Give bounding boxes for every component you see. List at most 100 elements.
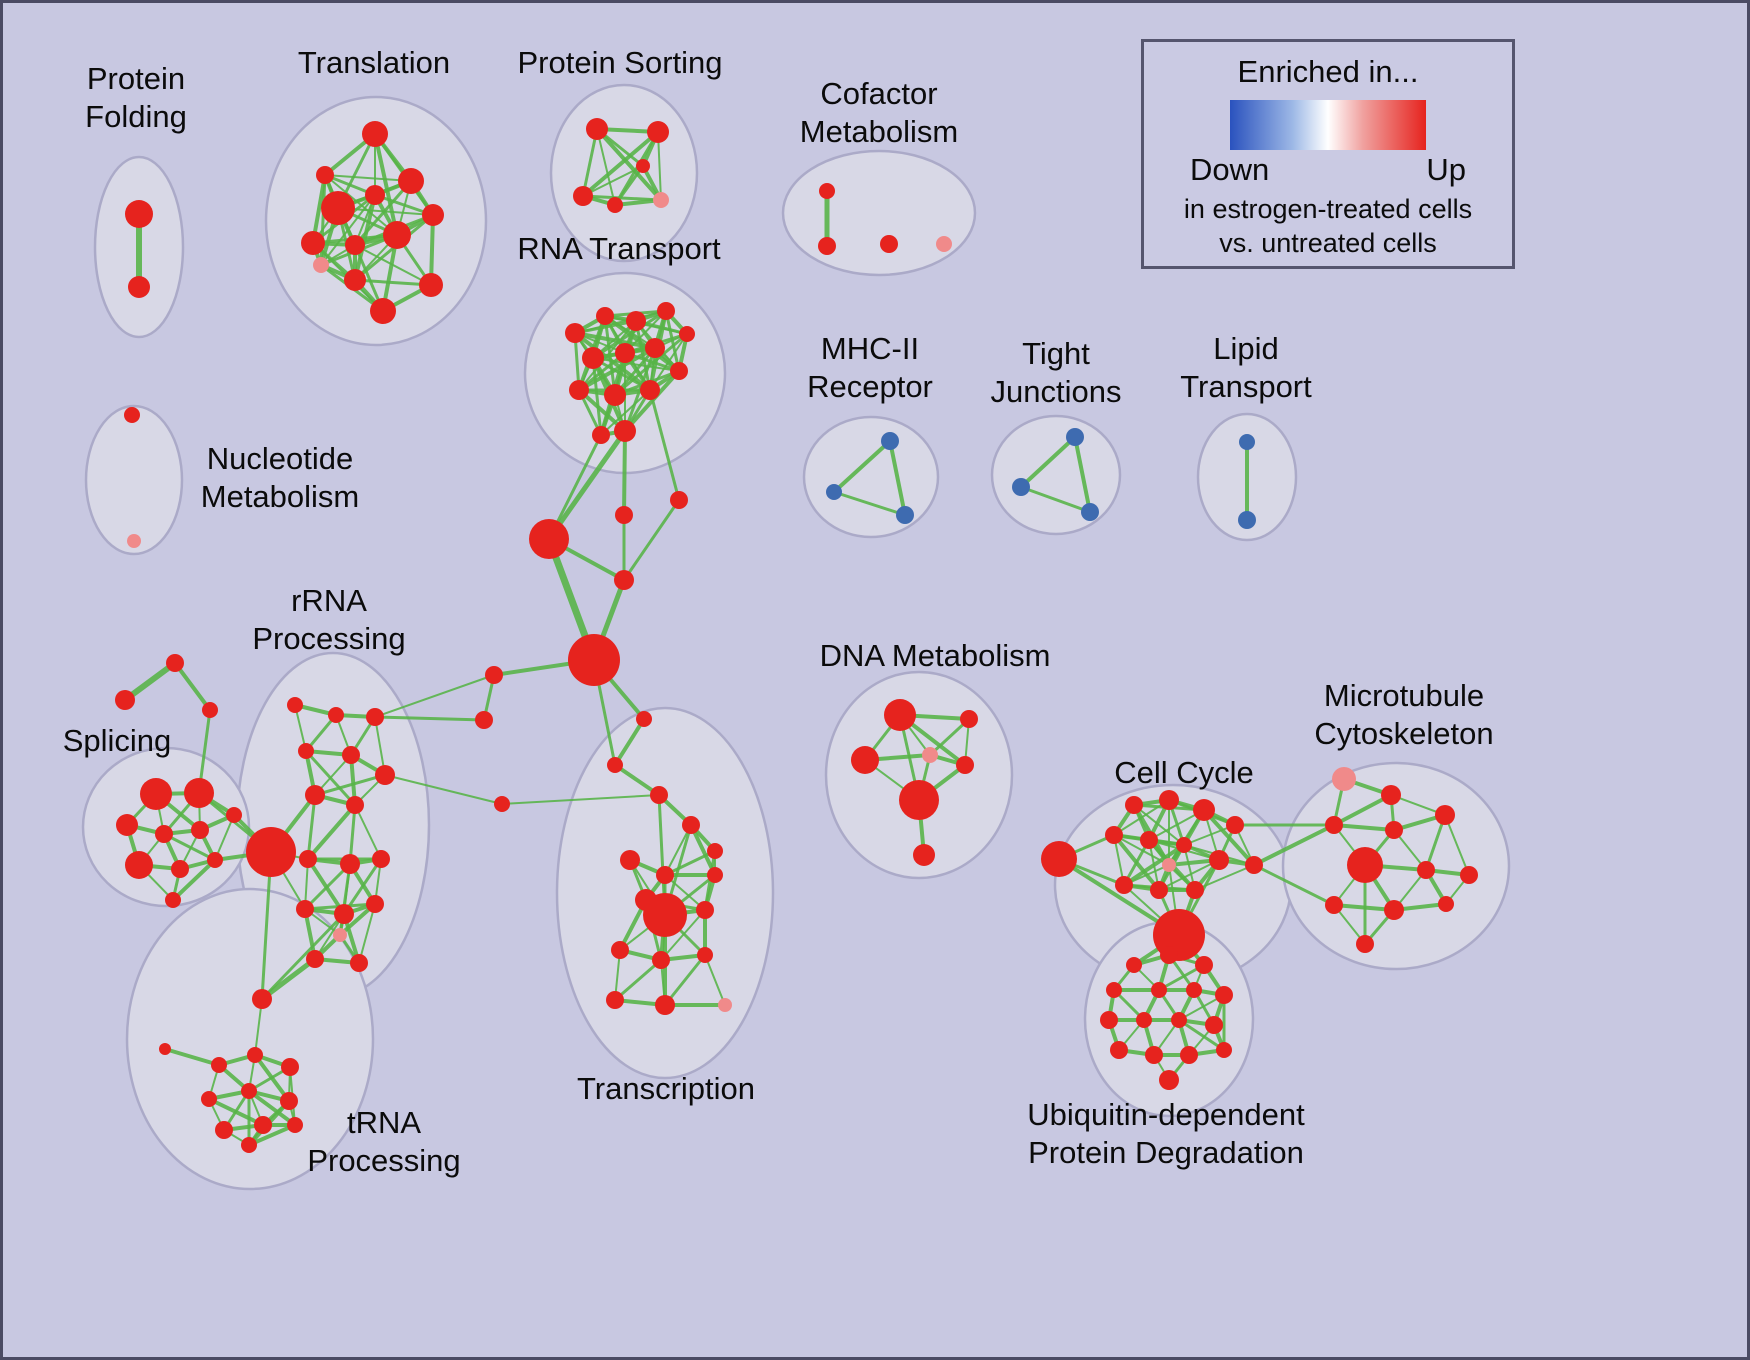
node-nucleotide-metabolism [124,407,140,423]
node-splicing [140,778,172,810]
node-protein-folding [128,276,150,298]
node-trna-processing [254,1116,272,1134]
node-splicing [207,852,223,868]
cluster-label-transcription: Transcription [577,1071,755,1106]
node-rna-transport [626,311,646,331]
node-cofactor-metabolism [880,235,898,253]
edge [313,773,387,797]
node-connectors [485,666,503,684]
node-protein-sorting [607,197,623,213]
node-trna-processing [287,1117,303,1133]
node-connectors [494,796,510,812]
cluster-label-translation: Translation [298,45,450,80]
node-connectors [568,634,620,686]
node-ubiquitin-degradation [1145,1046,1163,1064]
edge [600,389,651,436]
node-ubiquitin-degradation [1159,1070,1179,1090]
node-connectors [115,690,135,710]
edge [354,804,382,860]
node-dna-metabolism [956,756,974,774]
node-ubiquitin-degradation [1136,1012,1152,1028]
node-dna-metabolism [884,699,916,731]
node-protein-sorting [647,121,669,143]
node-rna-transport [640,380,660,400]
node-transcription [652,951,670,969]
edge [581,130,660,198]
node-connectors [614,570,634,590]
node-transcription [696,901,714,919]
node-tight-junctions [1066,428,1084,446]
cluster-label-microtubule-cytoskeleton: Microtubule [1324,678,1484,713]
node-rna-transport [657,302,675,320]
cluster-label-dna-metabolism: DNA Metabolism [820,638,1051,673]
node-mhc2-receptor [881,432,899,450]
edge [581,194,663,202]
node-transcription [636,711,652,727]
cluster-ellipse-mhc2-receptor [802,415,940,539]
node-transcription [607,757,623,773]
node-rrna-processing [375,765,395,785]
edge [247,1123,297,1147]
node-cell-cycle [1105,826,1123,844]
node-cell-cycle [1176,837,1192,853]
node-protein-sorting [586,118,608,140]
node-cell-cycle [1041,841,1077,877]
node-rna-transport [592,426,610,444]
node-transcription [620,850,640,870]
node-rrna-processing [246,827,296,877]
node-cell-cycle [1140,831,1158,849]
node-rrna-processing [372,850,390,868]
node-transcription [707,843,723,859]
node-trna-processing [201,1091,217,1107]
node-splicing [184,778,214,808]
cluster-label-tight-junctions: Junctions [991,374,1122,409]
node-trna-processing [247,1047,263,1063]
edge [353,179,413,247]
node-cell-cycle [1150,881,1168,899]
edge [1444,814,1470,876]
edge [704,954,726,1006]
cluster-label-rrna-processing: rRNA [291,583,367,618]
edge [832,490,907,517]
edge [622,498,681,582]
node-splicing [171,860,189,878]
node-cofactor-metabolism [818,237,836,255]
cluster-ellipse-nucleotide-metabolism [84,404,184,556]
node-translation [370,298,396,324]
node-translation [301,231,325,255]
node-rrna-processing [346,796,364,814]
node-rna-transport [679,326,695,342]
node-ubiquitin-degradation [1180,1046,1198,1064]
cluster-label-lipid-transport: Transport [1180,369,1312,404]
edge [320,194,376,266]
cluster-label-cofactor-metabolism: Metabolism [800,114,959,149]
node-rna-transport [614,420,636,442]
node-microtubule-cytoskeleton [1332,767,1356,791]
edge [353,278,433,287]
edge [613,164,645,207]
node-transcription [718,998,732,1012]
node-translation [313,257,329,273]
edge [306,803,357,861]
edge [1133,804,1185,846]
node-translation [362,121,388,147]
cluster-label-cofactor-metabolism: Cofactor [820,76,937,111]
node-rrna-processing [342,746,360,764]
node-cell-cycle [1125,796,1143,814]
edge [595,127,663,202]
edge [501,794,660,805]
node-transcription [707,867,723,883]
node-tight-junctions [1012,478,1030,496]
node-splicing [165,892,181,908]
node-ubiquitin-degradation [1100,1011,1118,1029]
node-transcription [650,786,668,804]
node-rrna-processing [366,708,384,726]
node-cell-cycle [1115,876,1133,894]
edge [1019,485,1092,514]
edge [260,912,346,1001]
cluster-label-nucleotide-metabolism: Nucleotide [207,441,353,476]
edge [546,428,628,542]
edge [663,953,707,1007]
